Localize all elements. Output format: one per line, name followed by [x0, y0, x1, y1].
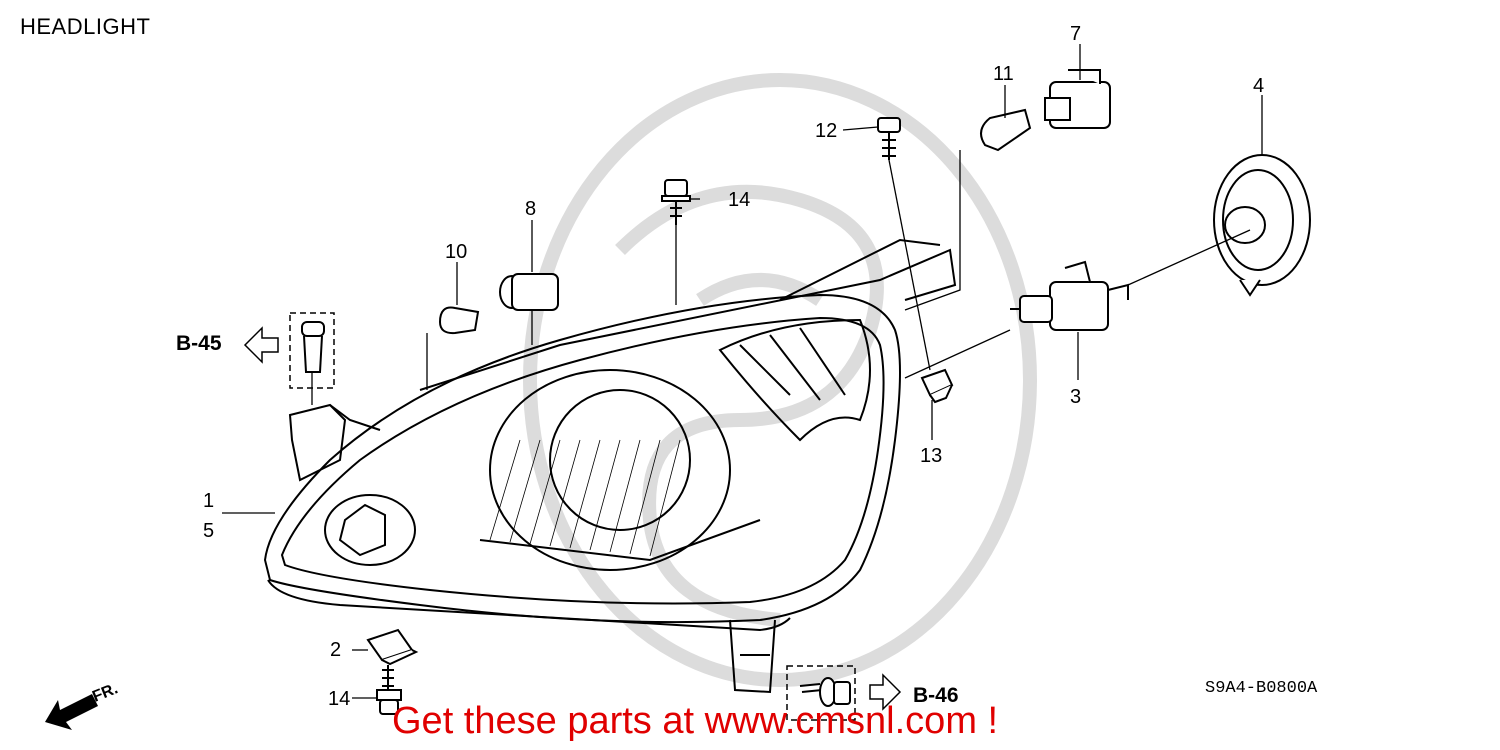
- callout-8: 8: [525, 198, 536, 220]
- ref-label-left: B-45: [176, 332, 222, 355]
- bolt-washer-part[interactable]: [786, 665, 856, 721]
- dust-cover-part[interactable]: [1213, 154, 1311, 297]
- callout-11: 11: [993, 63, 1014, 85]
- ref-arrow-right[interactable]: B-46: [869, 673, 959, 711]
- callout-7: 7: [1070, 23, 1081, 45]
- lens-hatching: [489, 439, 681, 557]
- leader-lines: [222, 44, 1263, 699]
- diagram-code: S9A4-B0800A: [1205, 679, 1318, 698]
- diagram-title: HEADLIGHT: [20, 14, 151, 39]
- callout-2: 2: [330, 639, 341, 661]
- callout-4: 4: [1253, 75, 1264, 97]
- front-direction-arrow: FR.: [45, 680, 120, 730]
- screw-part[interactable]: [877, 117, 901, 160]
- bolt-part-upper[interactable]: [661, 179, 691, 225]
- headlight-bulb-part[interactable]: [1010, 260, 1129, 331]
- callout-1: 1: [203, 490, 214, 512]
- small-bulb-part[interactable]: [438, 306, 480, 335]
- callout-13: 13: [920, 445, 942, 467]
- watermark-logo: [523, 73, 1037, 687]
- bolt-part-lower[interactable]: [376, 665, 402, 715]
- headlight-assembly[interactable]: [263, 238, 957, 694]
- callout-14-lower: 14: [328, 688, 350, 710]
- ref-arrow-left[interactable]: B-45: [176, 326, 279, 364]
- callout-5: 5: [203, 520, 214, 542]
- promo-link[interactable]: Get these parts at www.cmsnl.com !: [392, 700, 999, 742]
- callout-labels: 4 7 11 12 14 8 10 3 13 1 5 2 14: [203, 23, 1264, 710]
- callout-3: 3: [1070, 386, 1081, 408]
- ref-label-right: B-46: [913, 684, 959, 707]
- wedge-bulb-part[interactable]: [980, 108, 1032, 152]
- nut-clip-part[interactable]: [920, 368, 954, 404]
- socket-part[interactable]: [1044, 69, 1111, 129]
- callout-10: 10: [445, 241, 467, 263]
- side-socket-part[interactable]: [499, 273, 559, 311]
- callout-14-upper: 14: [728, 189, 750, 211]
- front-direction-label: FR.: [90, 680, 120, 705]
- clip-nut-part[interactable]: [366, 628, 419, 666]
- callout-12: 12: [815, 120, 837, 142]
